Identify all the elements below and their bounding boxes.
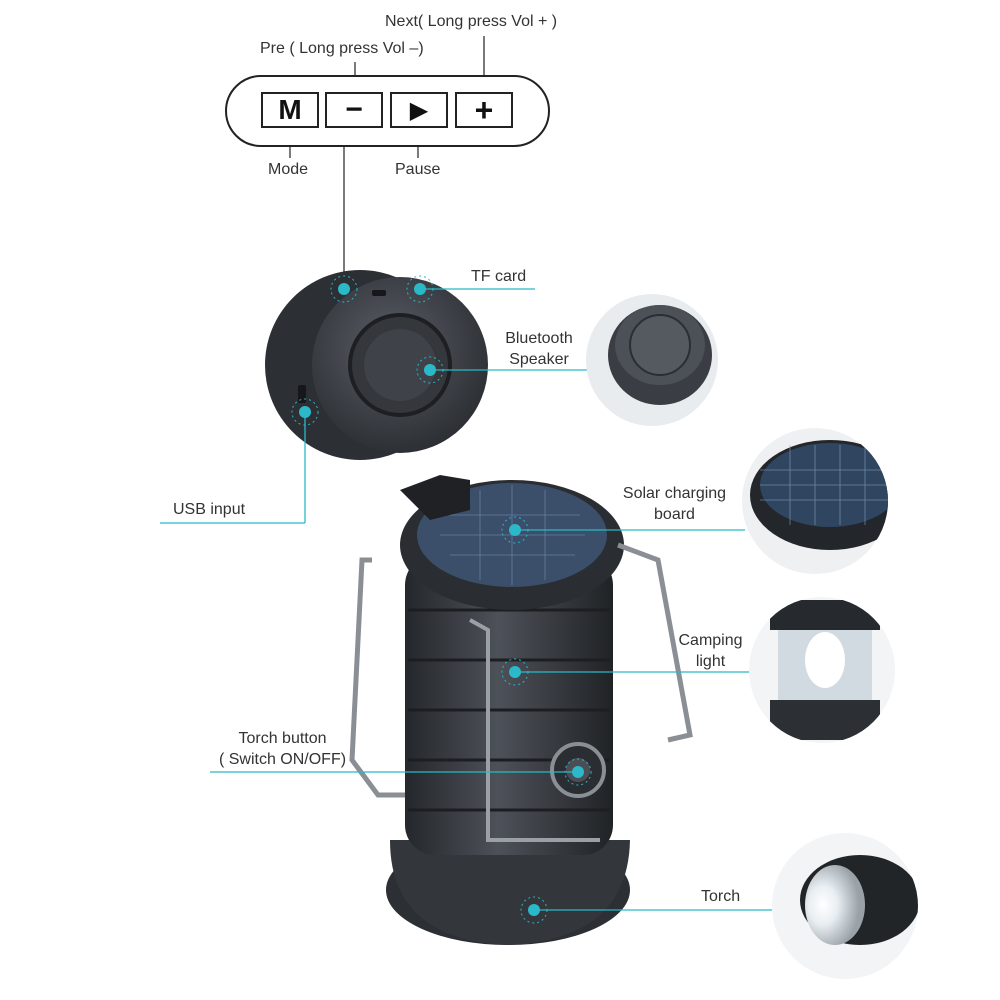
pause-label: Pause — [395, 161, 441, 178]
callout-leaders — [160, 288, 772, 911]
mode-label: Mode — [268, 161, 309, 178]
plus-key[interactable]: + — [455, 92, 513, 128]
solar-label-line1: Solar charging — [622, 485, 727, 502]
torch-label: Torch — [701, 888, 741, 905]
play-key[interactable]: ▶ — [390, 92, 448, 128]
mode-key[interactable]: M — [261, 92, 319, 128]
bluetooth-speaker-label: Bluetooth Speaker — [494, 328, 584, 370]
tf-card-label: TF card — [471, 268, 527, 285]
callout-markers — [291, 275, 592, 924]
torch-button-line2: ( Switch ON/OFF) — [218, 751, 347, 768]
camping-label-line1: Camping — [678, 632, 743, 649]
speaker-module — [265, 270, 488, 460]
solar-board-label: Solar charging board — [612, 483, 737, 525]
next-label: Next( Long press Vol + ) — [385, 13, 558, 30]
bluetooth-label-line2: Speaker — [509, 351, 569, 368]
solar-label-line2: board — [654, 506, 695, 523]
bluetooth-label-line1: Bluetooth — [505, 330, 573, 347]
camping-light-label: Camping light — [668, 630, 753, 672]
pre-label: Pre ( Long press Vol –) — [260, 40, 424, 57]
zoom-camping-photo — [749, 597, 895, 743]
panel-leader-lines — [289, 36, 485, 280]
usb-input-label: USB input — [173, 501, 246, 518]
torch-button-line1: Torch button — [238, 730, 327, 747]
torch-button-label: Torch button ( Switch ON/OFF) — [205, 728, 360, 770]
zoom-torch-photo — [772, 833, 918, 979]
zoom-speaker-photo — [586, 294, 718, 426]
minus-key[interactable]: − — [325, 92, 383, 128]
lantern — [349, 475, 693, 945]
zoom-solar-photo — [742, 428, 888, 574]
camping-label-line2: light — [695, 653, 726, 670]
